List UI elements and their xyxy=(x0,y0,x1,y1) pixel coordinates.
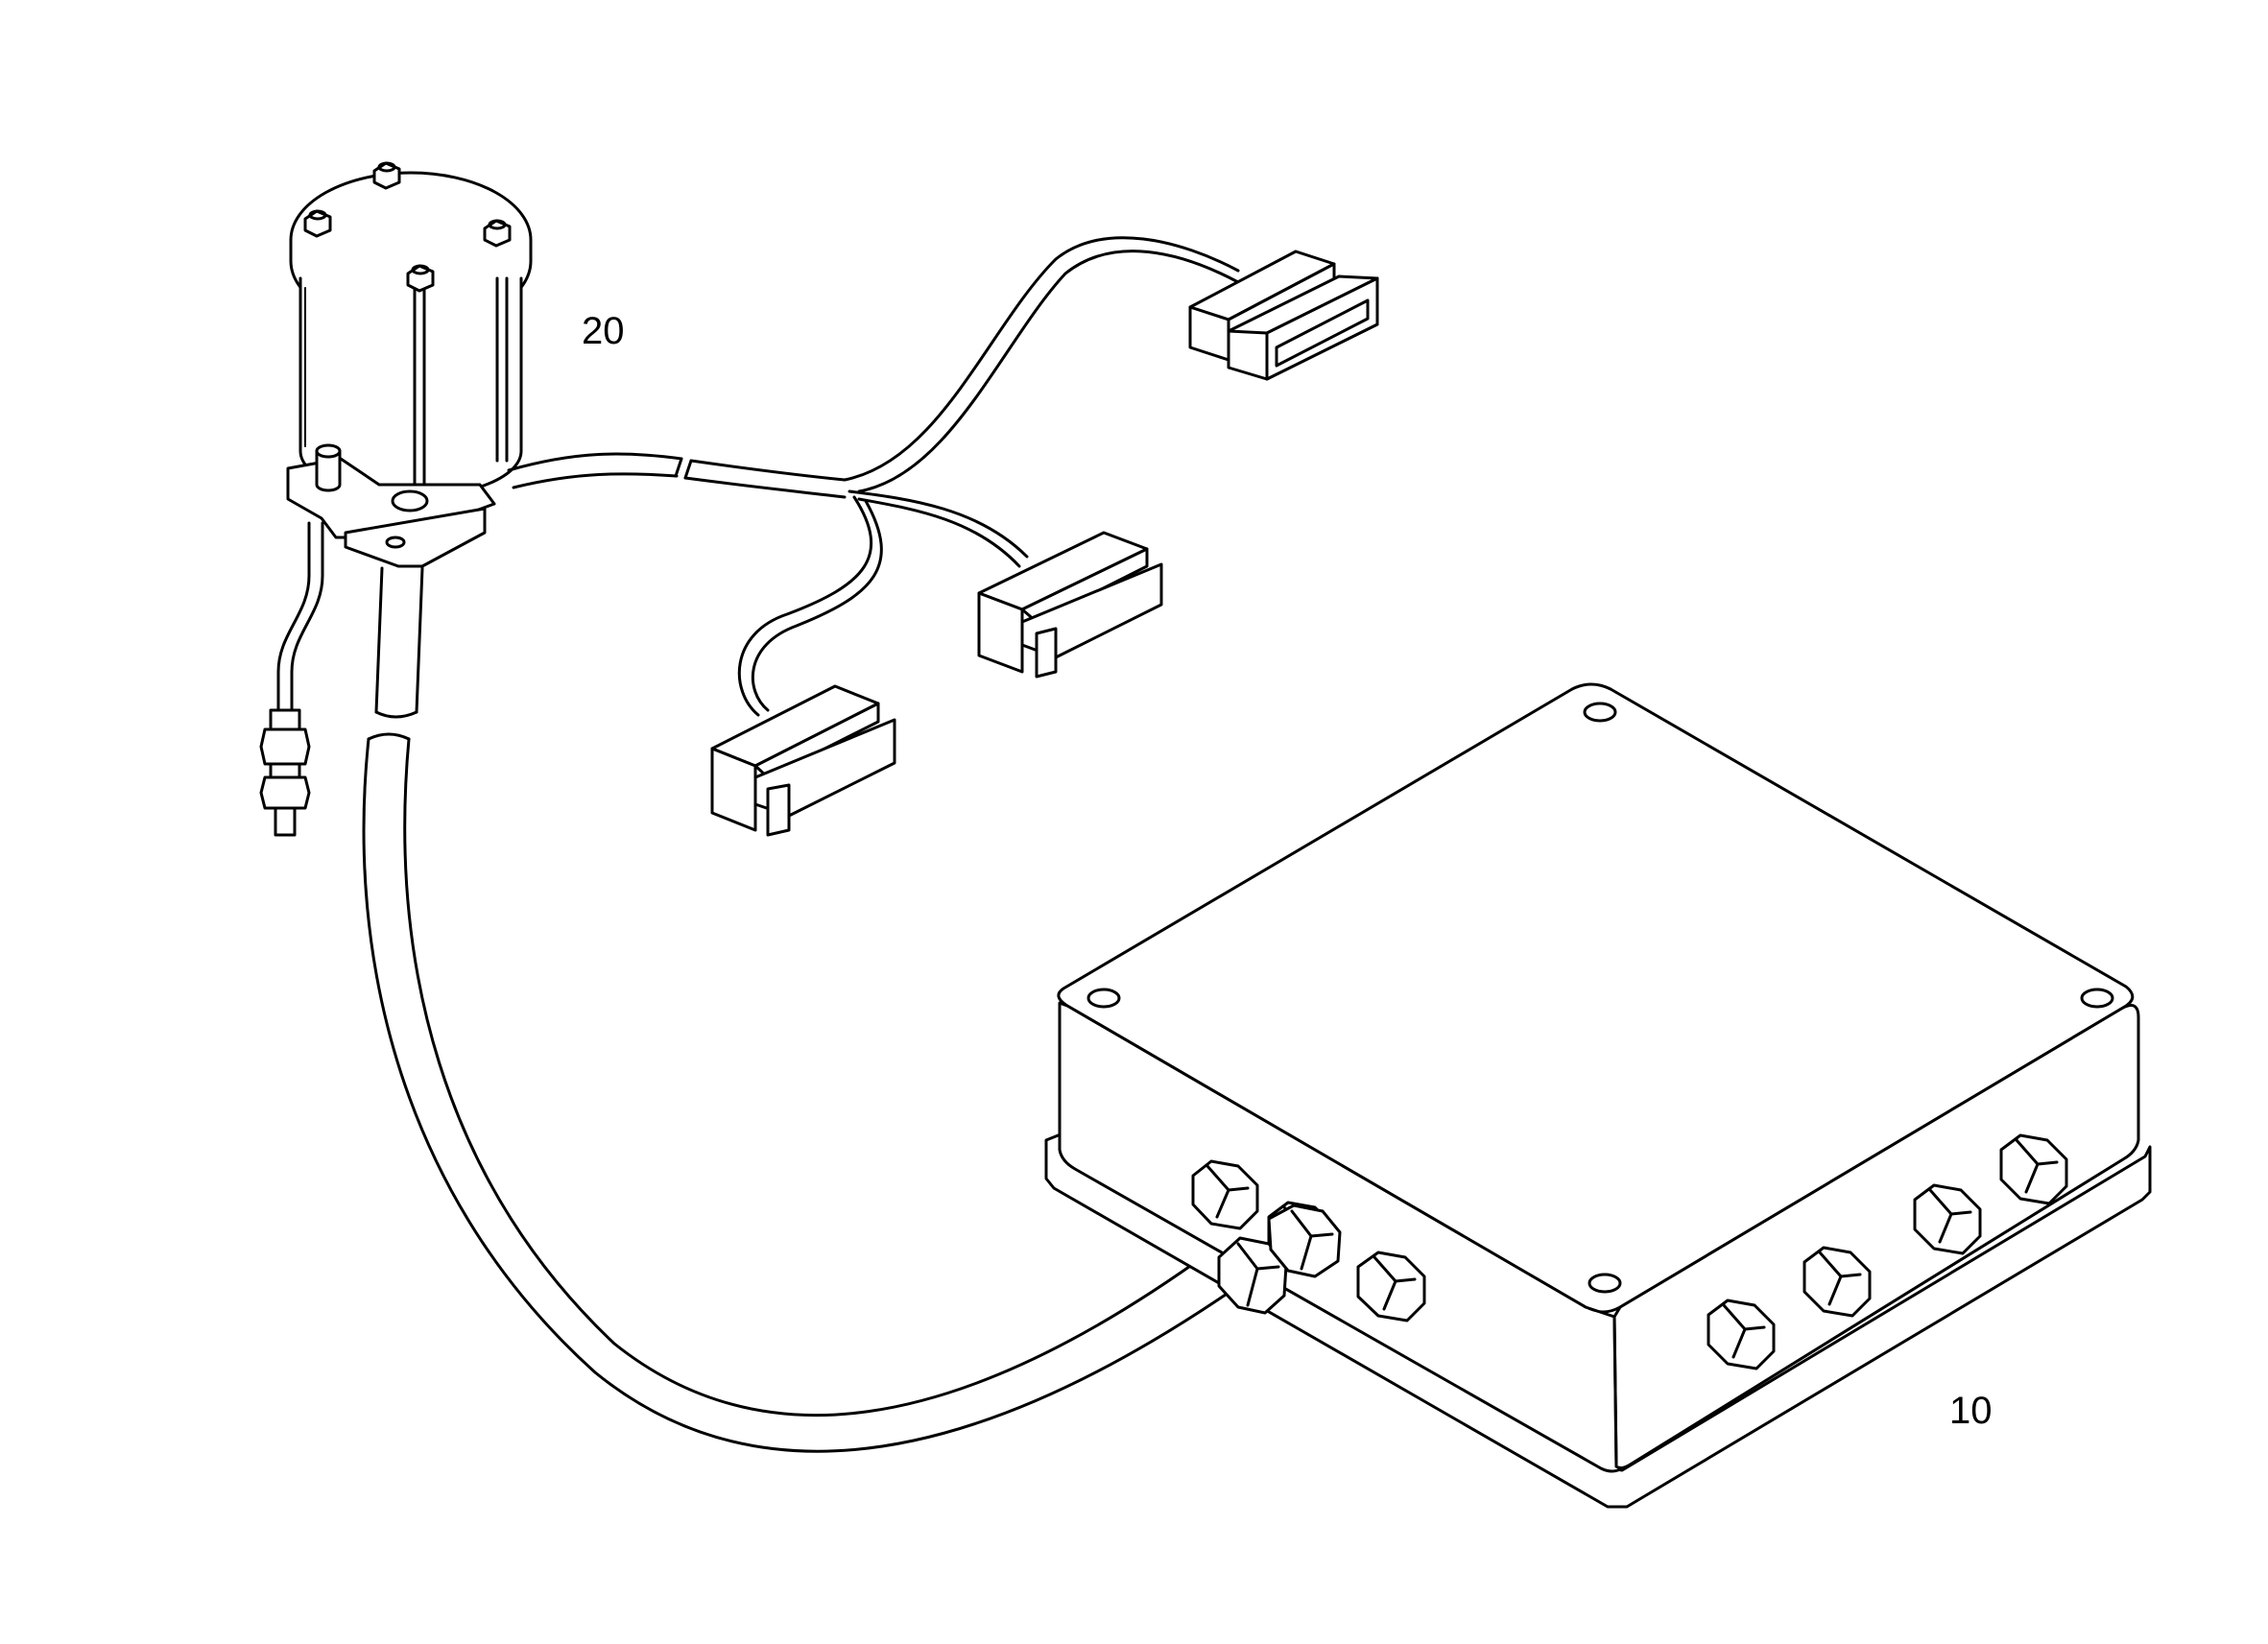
callout-label-20: 20 xyxy=(582,310,625,352)
side-post xyxy=(315,449,342,492)
motor-bracket xyxy=(344,507,487,568)
lid-screw-bottom xyxy=(1588,1273,1622,1294)
harness-cable xyxy=(507,236,1240,717)
cable-entry-gland xyxy=(1217,1203,1342,1315)
bracket-hole xyxy=(385,536,406,549)
connector-lower xyxy=(710,684,896,837)
connector-middle xyxy=(977,531,1163,679)
cable-gland-6 xyxy=(1913,1183,1982,1255)
fluid-pipe xyxy=(259,521,324,837)
cap-nut-front xyxy=(406,264,435,293)
junction-box xyxy=(1044,682,2152,1509)
lid-screw-left xyxy=(1086,988,1121,1009)
callout-label-10: 10 xyxy=(1949,1390,1993,1432)
branch-wire-low xyxy=(737,495,872,717)
bracket-nut xyxy=(391,489,429,512)
cable-gland-1 xyxy=(1191,1159,1259,1230)
main-cable xyxy=(362,566,1240,1453)
branch-wire-top xyxy=(843,236,1240,482)
cap-nut-top xyxy=(372,161,401,190)
pipe-fitting xyxy=(259,708,311,837)
cap-nut-right xyxy=(483,219,512,248)
branch-wire-mid xyxy=(848,489,1029,559)
lid-screw-right xyxy=(2080,988,2114,1009)
lid-screw-top xyxy=(1583,702,1617,723)
box-corner-edge xyxy=(1612,1315,1618,1468)
cable-gland-4 xyxy=(1707,1299,1776,1370)
lid-inner-edge xyxy=(1066,1005,2124,1313)
cable-gland-5 xyxy=(1802,1246,1872,1318)
cable-gland-3 xyxy=(1356,1251,1426,1322)
side-post-top xyxy=(315,443,342,459)
motor-actuator xyxy=(286,161,533,568)
cap-nut-left xyxy=(303,209,332,238)
cable-gland-7 xyxy=(1999,1133,2068,1205)
connector-top xyxy=(1188,250,1379,381)
